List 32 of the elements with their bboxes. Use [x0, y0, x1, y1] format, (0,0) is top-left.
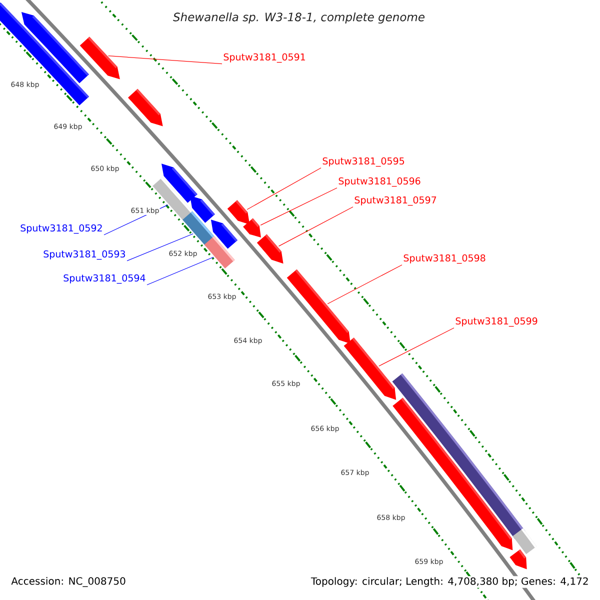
gene-bar — [512, 528, 537, 554]
gene-feature — [21, 12, 89, 84]
gene-label: Sputw3181_0594 — [64, 274, 146, 284]
leader-line — [146, 256, 214, 286]
gene-feature — [128, 88, 163, 126]
leader-line — [260, 188, 338, 226]
gene-feature — [286, 269, 350, 344]
leader-line — [378, 328, 454, 366]
gene-feature — [210, 220, 238, 249]
gene-feature — [510, 549, 527, 570]
gene-label: Sputw3181_0596 — [338, 177, 420, 187]
gene-label: Sputw3181_0598 — [404, 254, 486, 264]
gene-feature — [243, 218, 261, 238]
accession-text: Accession: NC_008750 — [10, 576, 127, 588]
gene-label: Sputw3181_0593 — [44, 250, 126, 260]
leader-line — [108, 56, 222, 64]
gene-feature — [344, 338, 396, 400]
gene-feature — [161, 164, 198, 203]
leader-line — [246, 168, 322, 210]
leader-line — [278, 206, 354, 246]
gene-feature — [190, 196, 215, 223]
gene-label: Sputw3181_0595 — [322, 157, 404, 167]
title: Shewanella sp. W3-18-1, complete genome — [173, 12, 424, 24]
gene-feature — [227, 200, 250, 224]
genome-info-text: Topology: circular; Length: 4,708,380 bp; Genes: 4,172 — [310, 576, 590, 588]
gene-label: Sputw3181_0599 — [456, 317, 538, 327]
gene-feature — [256, 234, 284, 264]
leader-line — [126, 233, 194, 262]
gene-label: Sputw3181_0597 — [354, 196, 436, 206]
leader-line — [327, 264, 402, 304]
gene-label: Sputw3181_0591 — [224, 53, 305, 63]
gene-label: Sputw3181_0592 — [20, 224, 102, 234]
